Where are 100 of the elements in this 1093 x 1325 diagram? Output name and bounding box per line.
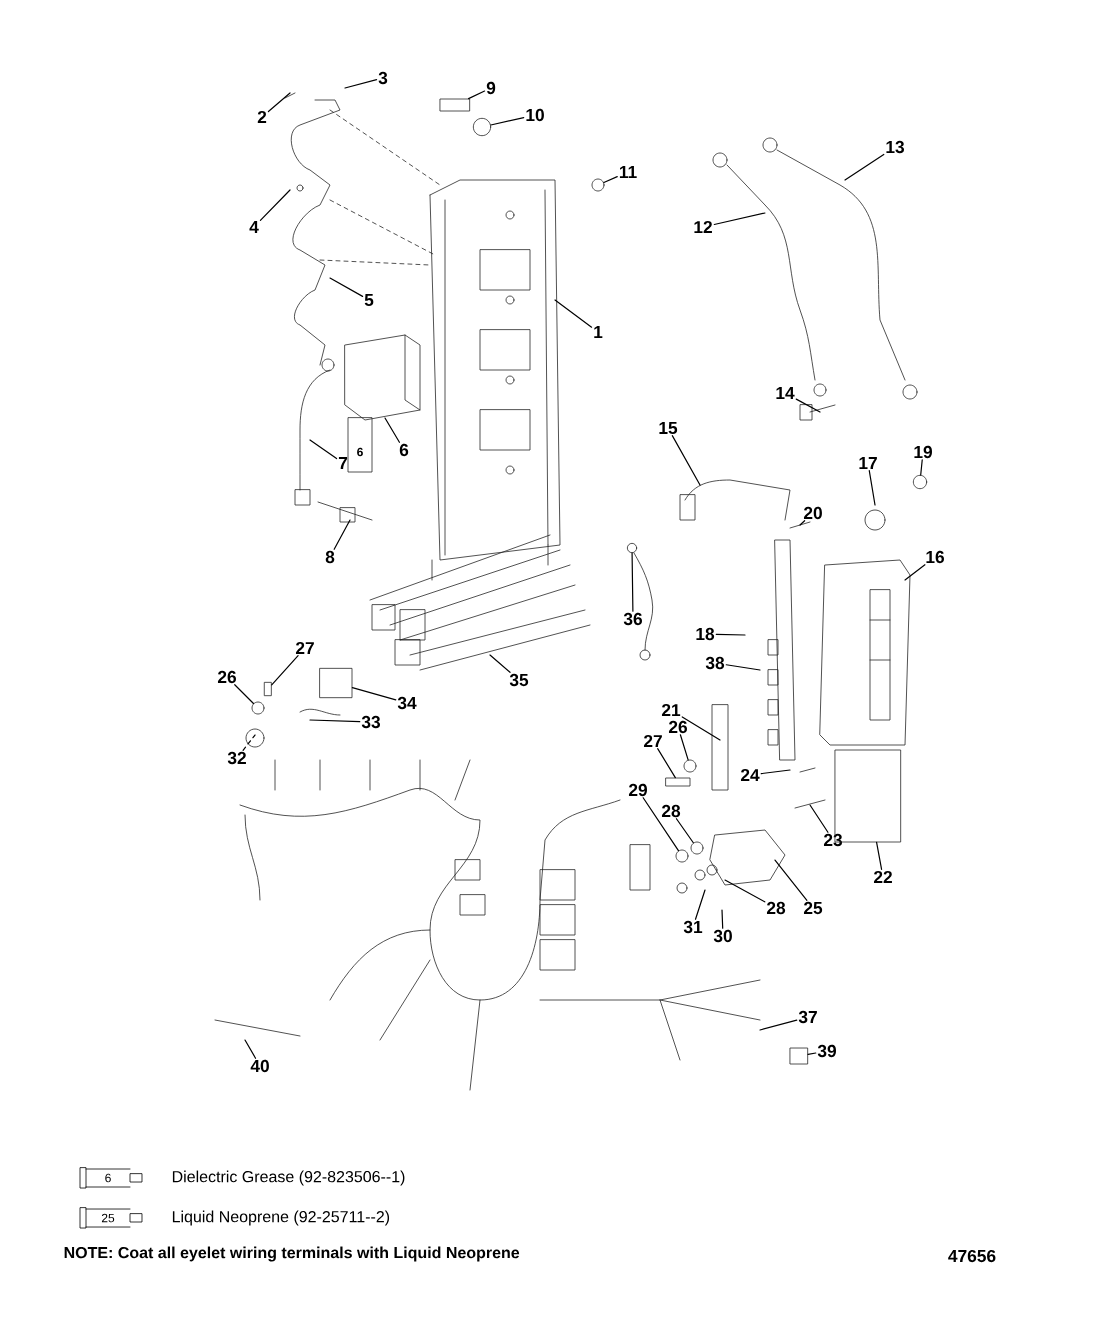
figure-number: 47656 bbox=[948, 1249, 996, 1263]
leader-line bbox=[467, 90, 486, 100]
callout-number: 26 bbox=[668, 720, 687, 734]
bolt bbox=[264, 681, 272, 697]
legend-text: Liquid Neoprene (92-25711--2) bbox=[172, 1210, 390, 1226]
callout-number: 20 bbox=[803, 506, 822, 520]
leader-line bbox=[309, 439, 338, 460]
callout-number: 12 bbox=[694, 220, 712, 234]
leader-line bbox=[489, 654, 511, 673]
callout-number: 2 bbox=[257, 110, 267, 124]
washer bbox=[251, 701, 265, 715]
leader-line bbox=[384, 417, 400, 443]
leader-line bbox=[351, 687, 397, 701]
leader-line bbox=[333, 519, 351, 550]
leader-line bbox=[679, 734, 689, 761]
callout-number: 37 bbox=[798, 1010, 817, 1024]
callout-number: 36 bbox=[623, 612, 642, 626]
callout-number: 17 bbox=[859, 457, 877, 469]
callout-number: 34 bbox=[397, 696, 417, 710]
leader-line bbox=[309, 719, 361, 723]
callout-number: 23 bbox=[823, 833, 842, 847]
leader-line bbox=[809, 804, 829, 833]
leader-line bbox=[904, 564, 926, 581]
callout-number: 3 bbox=[378, 71, 388, 85]
leader-line bbox=[242, 734, 256, 751]
callout-number: 1 bbox=[594, 326, 603, 338]
callout-number: 9 bbox=[486, 81, 496, 95]
tube-number: 6 bbox=[355, 446, 365, 458]
leader-line bbox=[344, 79, 378, 89]
legend-text: Dielectric Grease (92-823506--1) bbox=[172, 1170, 405, 1186]
callout-number: 31 bbox=[683, 920, 703, 934]
leader-line bbox=[759, 1019, 798, 1031]
part-outline bbox=[789, 1047, 809, 1065]
leader-line bbox=[713, 212, 766, 226]
callout-number: 5 bbox=[364, 293, 374, 307]
callout-number: 40 bbox=[250, 1059, 269, 1073]
leader-line bbox=[631, 552, 634, 612]
leader-line bbox=[234, 684, 255, 705]
callout-number: 6 bbox=[399, 443, 409, 457]
leader-line bbox=[490, 116, 525, 126]
washer bbox=[472, 117, 492, 137]
leader-line bbox=[271, 655, 299, 686]
callout-number: 28 bbox=[766, 901, 786, 915]
callout-number: 10 bbox=[526, 108, 544, 122]
leader-line bbox=[244, 1039, 257, 1059]
callout-number: 38 bbox=[705, 656, 725, 670]
washer bbox=[675, 849, 689, 863]
leader-line bbox=[799, 520, 806, 526]
callout-number: 39 bbox=[817, 1044, 836, 1058]
leader-line bbox=[671, 435, 701, 486]
tube-number: 25 bbox=[101, 1213, 115, 1223]
callout-number: 32 bbox=[227, 751, 246, 765]
note-text: NOTE: Coat all eyelet wiring terminals with Liquid Neoprene bbox=[64, 1246, 520, 1262]
leader-line bbox=[642, 797, 680, 852]
washer bbox=[591, 178, 605, 192]
leader-line bbox=[715, 633, 746, 636]
callout-number: 21 bbox=[661, 703, 681, 717]
callout-number: 26 bbox=[217, 670, 236, 684]
callout-number: 15 bbox=[659, 421, 678, 435]
callout-number: 8 bbox=[325, 550, 335, 564]
callout-number: 16 bbox=[926, 550, 944, 564]
leader-line bbox=[554, 299, 593, 328]
callout-number: 33 bbox=[361, 715, 380, 729]
leader-line bbox=[721, 909, 724, 929]
callout-number: 29 bbox=[628, 783, 647, 797]
callout-number: 4 bbox=[249, 221, 259, 233]
bolt bbox=[439, 98, 471, 112]
washer bbox=[683, 759, 697, 773]
leader-line bbox=[844, 153, 885, 181]
part-outline bbox=[319, 667, 353, 699]
callout-number: 30 bbox=[713, 929, 732, 943]
callout-number: 25 bbox=[803, 901, 823, 915]
leader-line bbox=[920, 459, 923, 476]
leader-line bbox=[725, 664, 761, 671]
leader-line bbox=[267, 92, 291, 113]
leader-line bbox=[795, 398, 821, 413]
callout-number: 27 bbox=[295, 641, 314, 655]
washer bbox=[912, 474, 928, 490]
washer bbox=[626, 542, 638, 554]
leader-line bbox=[329, 277, 364, 297]
leader-line bbox=[603, 176, 618, 184]
callout-number: 13 bbox=[886, 140, 904, 154]
callout-number: 35 bbox=[509, 673, 529, 687]
callout-number: 24 bbox=[740, 768, 760, 782]
callout-number: 14 bbox=[776, 387, 795, 399]
bolt bbox=[665, 777, 691, 787]
washer bbox=[690, 841, 704, 855]
callout-number: 19 bbox=[914, 445, 932, 459]
callout-number: 28 bbox=[661, 804, 681, 818]
callout-number: 7 bbox=[338, 457, 348, 469]
leader-line bbox=[868, 469, 876, 506]
leader-line bbox=[681, 716, 721, 741]
tube-number: 6 bbox=[105, 1173, 111, 1183]
callout-number: 22 bbox=[873, 870, 892, 884]
leader-line bbox=[675, 818, 694, 844]
leader-line bbox=[657, 748, 676, 779]
leader-line bbox=[259, 189, 291, 221]
leader-line bbox=[876, 841, 883, 870]
leader-line bbox=[724, 879, 766, 903]
leader-line bbox=[760, 769, 791, 775]
